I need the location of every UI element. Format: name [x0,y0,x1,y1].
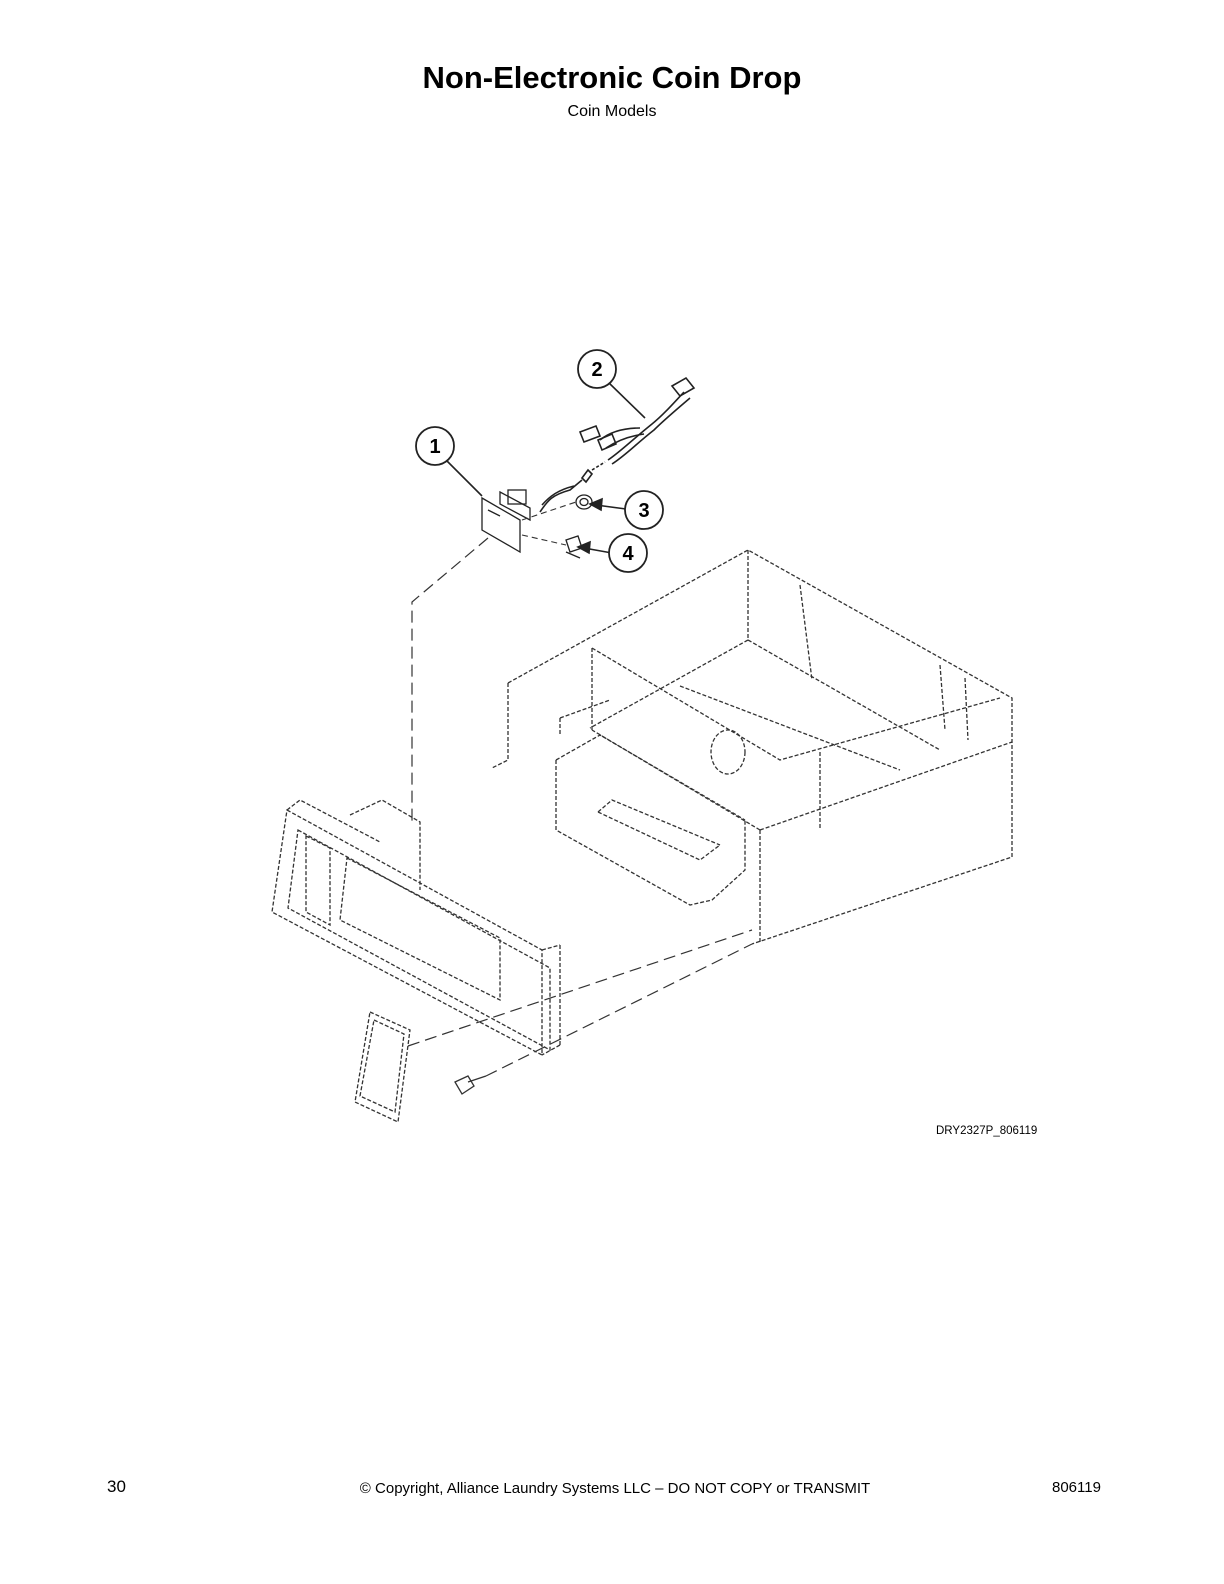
callout-leaders [445,381,646,555]
callout-1: 1 [415,426,455,466]
cover-plate [354,1011,411,1123]
callout-2: 2 [577,349,617,389]
part-connectors [521,501,577,546]
document-number: 806119 [1052,1479,1101,1496]
cabinet [491,549,1013,945]
grommet [575,494,593,510]
drawing-id: DRY2327P_806119 [936,1125,1038,1137]
callout-3: 3 [624,490,664,530]
copyright-notice: © Copyright, Alliance Laundry Systems LL… [359,1480,871,1497]
callout-3-label: 3 [638,500,649,522]
callout-4-label: 4 [622,543,634,565]
callout-4: 4 [608,533,648,573]
callout-2-label: 2 [591,359,602,381]
coin-drop-bracket [481,489,531,554]
screw [454,1075,487,1095]
assembly-leader-lines [407,537,753,1077]
cabinet-front-console [555,699,746,906]
control-panel [271,799,561,1057]
page-title: Non-Electronic Coin Drop [422,60,802,95]
wire-harness [539,376,696,513]
page-subtitle: Coin Models [567,103,657,120]
page-number: 30 [107,1477,126,1496]
callout-1-label: 1 [429,436,440,458]
